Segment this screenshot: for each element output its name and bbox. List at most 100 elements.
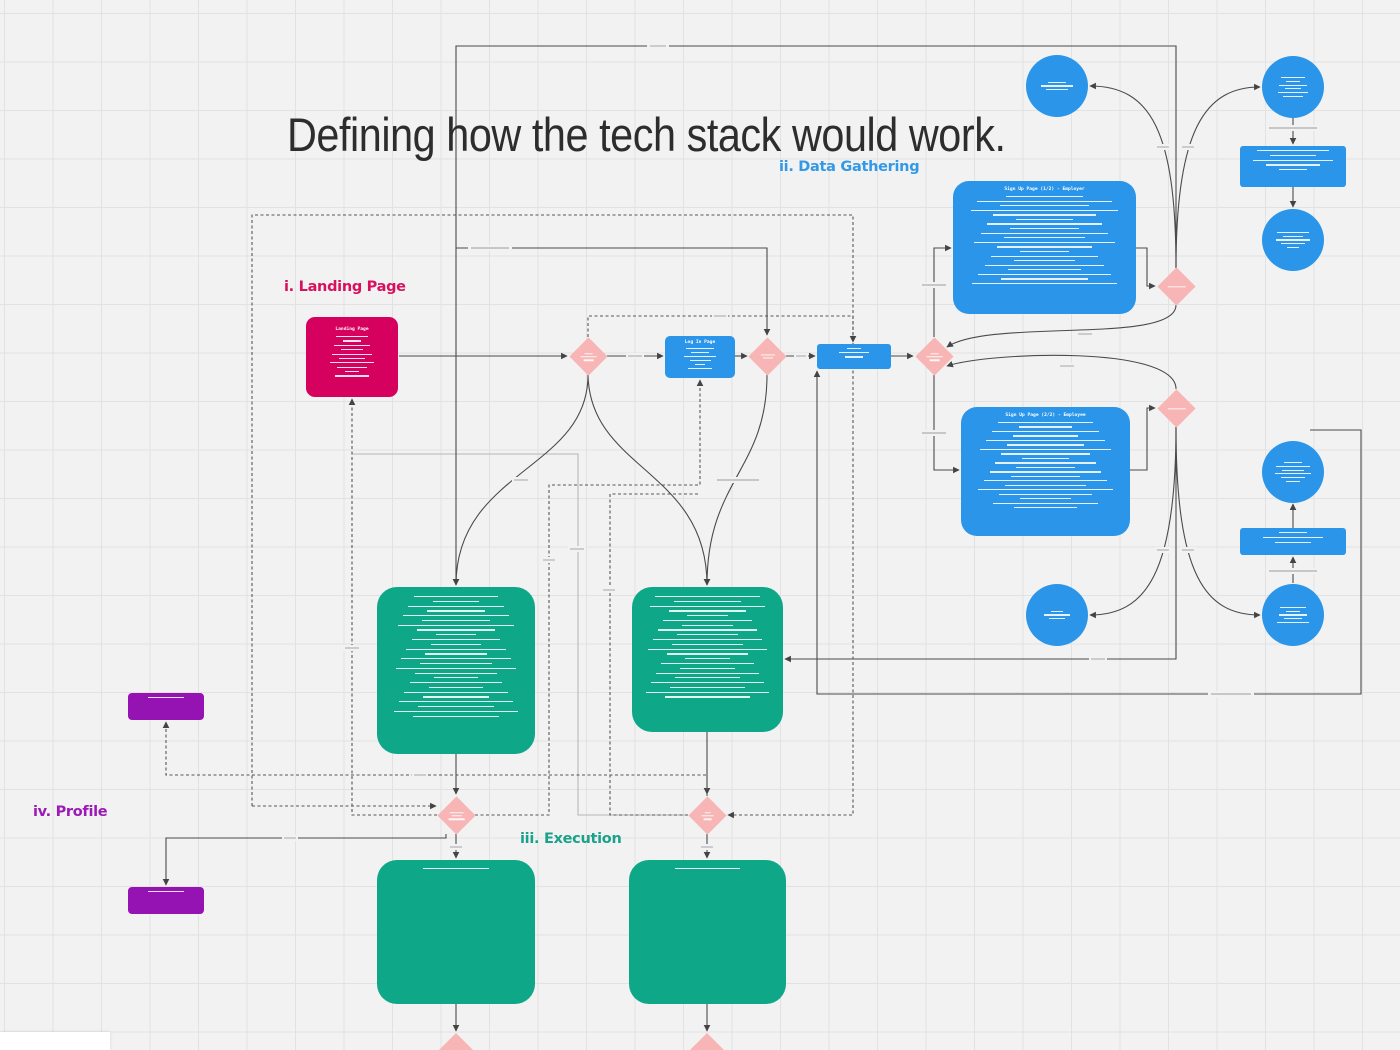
connector-label	[699, 844, 715, 850]
illegible-text-line	[661, 662, 754, 665]
illegible-text-line	[418, 705, 494, 708]
board-title[interactable]: Defining how the tech stack would work.	[287, 108, 1006, 161]
task-employee-card[interactable]	[629, 860, 786, 1004]
illegible-text-line	[1009, 228, 1080, 230]
illegible-text-line	[976, 200, 1113, 202]
connector-label	[1076, 331, 1094, 337]
illegible-text-line	[1275, 541, 1311, 543]
status-circle[interactable]	[1262, 56, 1324, 118]
illegible-text-line	[1269, 154, 1317, 156]
task-employee-card-title	[674, 868, 741, 870]
illegible-text-line	[978, 273, 1111, 276]
illegible-text-line	[397, 624, 515, 626]
illegible-text-line	[690, 351, 710, 354]
connector-label	[512, 477, 530, 483]
illegible-text-line	[688, 367, 712, 370]
sign-up-employer-card-body	[966, 196, 1123, 285]
decision-diamond-label	[1167, 285, 1186, 288]
connector-label	[282, 835, 298, 841]
decision-diamond-partial[interactable]	[690, 1033, 724, 1050]
section-label-landing-page[interactable]: i. Landing Page	[284, 279, 406, 295]
profile-employee-card-title	[147, 891, 185, 893]
connector-curve	[1089, 82, 1177, 269]
connector-line	[1130, 404, 1156, 471]
illegible-text-line	[583, 359, 594, 361]
illegible-text-line	[647, 648, 768, 650]
connector-line	[813, 370, 1362, 695]
connector-label	[794, 353, 808, 359]
illegible-text-line	[671, 643, 744, 645]
illegible-text-line	[1001, 453, 1090, 455]
status-circle[interactable]	[1026, 584, 1088, 646]
illegible-text-line	[414, 672, 498, 674]
status-circle-label	[1274, 461, 1312, 483]
illegible-text-line	[1278, 169, 1308, 171]
status-circle[interactable]	[1262, 441, 1324, 503]
section-label-profile[interactable]: iv. Profile	[33, 804, 108, 820]
connector-label	[448, 844, 464, 850]
illegible-text-line	[984, 264, 1105, 266]
illegible-text-line	[1049, 618, 1065, 620]
illegible-text-line	[999, 205, 1090, 207]
illegible-text-line	[1274, 473, 1312, 475]
sign-up-start-card[interactable]	[817, 344, 891, 369]
illegible-text-line	[1016, 218, 1073, 221]
verification-card-body	[1250, 150, 1337, 171]
connector-label	[343, 645, 361, 651]
illegible-text-line	[668, 610, 747, 612]
connector-curve	[452, 374, 589, 586]
decision-diamond-label	[1167, 407, 1186, 410]
onboarding-employee-card[interactable]	[632, 587, 783, 732]
illegible-text-line	[685, 658, 730, 660]
connector-line	[456, 247, 771, 336]
status-circle[interactable]	[1262, 209, 1324, 271]
connector-curve	[587, 374, 711, 586]
illegible-text-line	[395, 667, 517, 669]
illegible-text-line	[687, 615, 728, 617]
illegible-text-line	[972, 282, 1117, 285]
connector-label	[412, 772, 428, 778]
illegible-text-line	[1006, 444, 1084, 446]
illegible-text-line	[930, 352, 939, 354]
illegible-text-line	[436, 634, 476, 636]
connector-label	[541, 557, 557, 563]
illegible-text-line	[580, 355, 597, 358]
illegible-text-line	[987, 223, 1102, 225]
log-in-page-card[interactable]: Log In Page	[665, 336, 735, 378]
connector-label	[920, 430, 948, 436]
profile-employer-card[interactable]	[128, 693, 204, 720]
status-circle[interactable]	[1262, 584, 1324, 646]
sign-up-employer-card-title: Sign Up Page (1/2) - Employer	[1004, 187, 1085, 192]
status-circle[interactable]	[1026, 55, 1088, 117]
illegible-text-line	[416, 629, 496, 631]
section-label-execution[interactable]: iii. Execution	[520, 831, 622, 847]
canvas-footer-panel[interactable]	[0, 1032, 110, 1050]
landing-page-card[interactable]: Landing Page	[306, 317, 398, 397]
illegible-text-line	[428, 686, 484, 689]
sign-up-employer-card[interactable]: Sign Up Page (1/2) - Employer	[953, 181, 1136, 314]
profile-employee-card[interactable]	[128, 887, 204, 914]
decision-diamond-partial[interactable]	[439, 1033, 473, 1050]
illegible-text-line	[666, 653, 749, 655]
verification-card[interactable]	[1240, 146, 1346, 187]
task-employer-card[interactable]	[377, 860, 535, 1004]
illegible-text-line	[335, 375, 369, 377]
illegible-text-line	[663, 619, 752, 622]
illegible-text-line	[448, 818, 465, 820]
illegible-text-line	[1018, 426, 1073, 428]
sign-up-employee-card[interactable]: Sign Up Page (2/2) - Employee	[961, 407, 1130, 536]
illegible-text-line	[684, 355, 716, 358]
connector-line	[784, 427, 1177, 663]
section-label-data-gathering[interactable]: ii. Data Gathering	[779, 159, 920, 175]
validation-card[interactable]	[1240, 528, 1346, 555]
illegible-text-line	[669, 686, 746, 689]
illegible-text-line	[427, 610, 485, 612]
onboarding-employer-card[interactable]	[377, 587, 535, 754]
illegible-text-line	[847, 348, 861, 350]
illegible-text-line	[997, 246, 1092, 248]
illegible-text-line	[676, 634, 738, 636]
illegible-text-line	[1277, 231, 1309, 234]
connector-dashed	[251, 214, 854, 819]
illegible-text-line	[344, 371, 360, 373]
